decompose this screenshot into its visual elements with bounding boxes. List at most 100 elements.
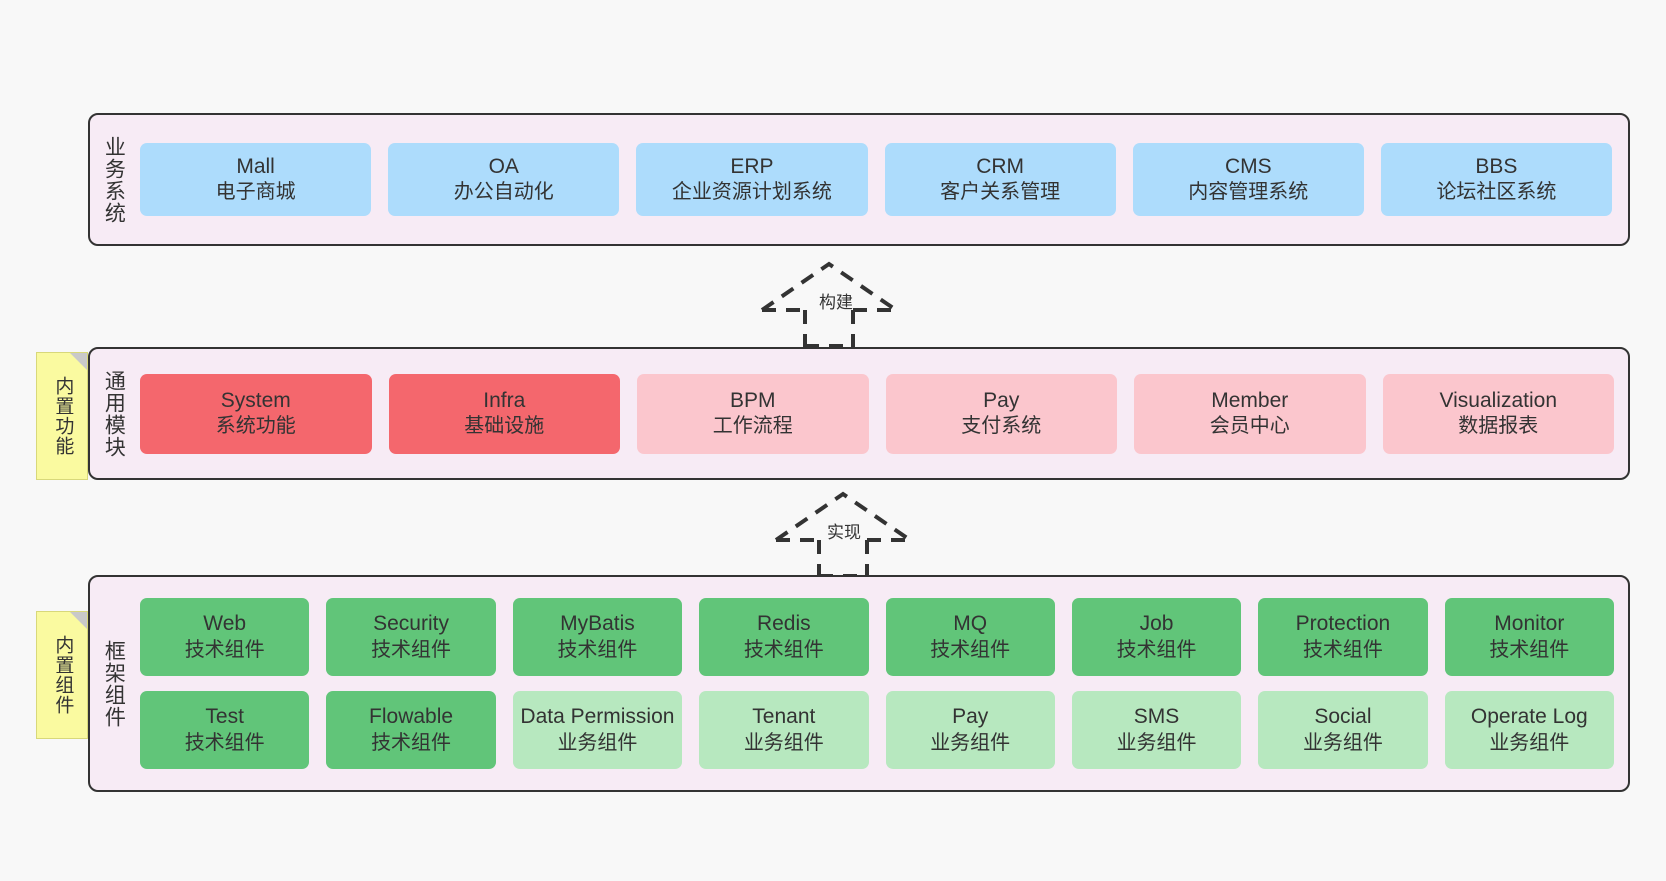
card-subtitle: 技术组件 [1302, 638, 1383, 661]
connector-build-label: 构建 [819, 293, 853, 312]
card-title: MyBatis [560, 612, 635, 636]
generalization-arrow-icon [760, 261, 898, 348]
connector-build: 构建 [757, 258, 907, 348]
card-title: CMS [1224, 154, 1272, 178]
layer-framework-component: 框架组件 Web 技术组件 Security 技术组件 MyBatis 技术组件… [88, 575, 1630, 792]
card-subtitle: 企业资源计划系统 [671, 181, 832, 204]
card-title: Infra [483, 388, 526, 412]
layer-business-cards: Mall 电子商城 OA 办公自动化 ERP 企业资源计划系统 CRM 客户关系… [136, 115, 1628, 244]
card-social[interactable]: Social 业务组件 [1258, 691, 1428, 769]
card-title: BPM [729, 388, 776, 412]
card-subtitle: 技术组件 [184, 731, 265, 754]
card-security[interactable]: Security 技术组件 [326, 598, 496, 676]
card-subtitle: 数据报表 [1458, 415, 1539, 438]
card-member[interactable]: Member 会员中心 [1134, 373, 1366, 454]
card-title: Operate Log [1470, 705, 1588, 729]
card-subtitle: 技术组件 [557, 638, 638, 661]
card-title: Redis [756, 612, 811, 636]
card-subtitle: 技术组件 [1116, 638, 1197, 661]
card-subtitle: 技术组件 [371, 638, 452, 661]
card-subtitle: 业务组件 [1489, 731, 1570, 754]
card-title: Pay [983, 388, 1020, 412]
card-title: Visualization [1439, 388, 1558, 412]
card-subtitle: 业务组件 [1302, 731, 1383, 754]
card-subtitle: 会员中心 [1209, 415, 1290, 438]
card-subtitle: 支付系统 [961, 415, 1042, 438]
card-oa[interactable]: OA 办公自动化 [388, 143, 620, 216]
card-test[interactable]: Test 技术组件 [140, 691, 310, 769]
connector-implement: 实现 [771, 488, 921, 578]
card-operate-log[interactable]: Operate Log 业务组件 [1444, 691, 1614, 769]
card-mq[interactable]: MQ 技术组件 [885, 598, 1055, 676]
card-title: Job [1139, 612, 1174, 636]
card-bbs[interactable]: BBS 论坛社区系统 [1380, 143, 1613, 216]
card-protection[interactable]: Protection 技术组件 [1258, 598, 1428, 676]
layer-framework-cards: Web 技术组件 Security 技术组件 MyBatis 技术组件 Redi… [136, 577, 1628, 790]
card-data-permission[interactable]: Data Permission 业务组件 [512, 691, 683, 769]
card-title: System [220, 388, 291, 412]
layer-title-framework: 框架组件 [102, 639, 126, 728]
card-title: SMS [1133, 705, 1180, 729]
card-sms[interactable]: SMS 业务组件 [1071, 691, 1242, 769]
card-title: Flowable [369, 705, 454, 729]
card-bpm[interactable]: BPM 工作流程 [637, 373, 869, 454]
note-builtin-function: 内置功能 [36, 352, 88, 480]
card-row: Web 技术组件 Security 技术组件 MyBatis 技术组件 Redi… [140, 598, 1614, 676]
card-tenant[interactable]: Tenant 业务组件 [699, 691, 869, 769]
card-monitor[interactable]: Monitor 技术组件 [1444, 598, 1614, 676]
card-subtitle: 业务组件 [1116, 731, 1197, 754]
note-builtin-function-label: 内置功能 [52, 376, 74, 456]
card-title: Mall [236, 154, 275, 178]
layer-business-system: 业务系统 Mall 电子商城 OA 办公自动化 ERP 企业资源计划系统 CRM… [88, 113, 1630, 246]
card-pay[interactable]: Pay 支付系统 [885, 373, 1117, 454]
card-title: Monitor [1494, 612, 1565, 636]
card-erp[interactable]: ERP 企业资源计划系统 [636, 143, 868, 216]
card-flowable[interactable]: Flowable 技术组件 [326, 691, 496, 769]
card-subtitle: 技术组件 [743, 638, 824, 661]
card-cms[interactable]: CMS 内容管理系统 [1132, 143, 1364, 216]
card-visualization[interactable]: Visualization 数据报表 [1382, 373, 1614, 454]
card-mall[interactable]: Mall 电子商城 [140, 143, 372, 216]
card-title: Member [1211, 388, 1289, 412]
card-title: ERP [730, 154, 774, 178]
card-pay-business[interactable]: Pay 业务组件 [885, 691, 1055, 769]
card-mybatis[interactable]: MyBatis 技术组件 [512, 598, 683, 676]
card-subtitle: 技术组件 [930, 638, 1011, 661]
card-crm[interactable]: CRM 客户关系管理 [884, 143, 1116, 216]
card-job[interactable]: Job 技术组件 [1071, 598, 1242, 676]
card-title: OA [488, 154, 519, 178]
card-subtitle: 客户关系管理 [940, 181, 1061, 204]
card-title: CRM [976, 154, 1025, 178]
card-subtitle: 业务组件 [743, 731, 824, 754]
note-builtin-component: 内置组件 [36, 611, 88, 739]
card-subtitle: 技术组件 [184, 638, 265, 661]
card-subtitle: 业务组件 [930, 731, 1011, 754]
card-row: System 系统功能 Infra 基础设施 BPM 工作流程 Pay 支付系统… [140, 373, 1614, 454]
card-web[interactable]: Web 技术组件 [140, 598, 310, 676]
card-system[interactable]: System 系统功能 [140, 373, 372, 454]
card-subtitle: 电子商城 [215, 181, 296, 204]
card-title: Protection [1295, 612, 1391, 636]
connector-implement-label: 实现 [827, 523, 861, 542]
layer-title-business: 业务系统 [102, 135, 126, 224]
card-title: MQ [953, 612, 988, 636]
card-row: Test 技术组件 Flowable 技术组件 Data Permission … [140, 691, 1614, 769]
card-subtitle: 技术组件 [1489, 638, 1570, 661]
card-subtitle: 工作流程 [712, 415, 793, 438]
card-infra[interactable]: Infra 基础设施 [388, 373, 620, 454]
card-title: BBS [1475, 154, 1518, 178]
card-subtitle: 论坛社区系统 [1436, 181, 1557, 204]
card-title: Web [203, 612, 247, 636]
card-redis[interactable]: Redis 技术组件 [699, 598, 869, 676]
card-subtitle: 基础设施 [464, 415, 545, 438]
layer-common-module: 通用模块 System 系统功能 Infra 基础设施 BPM 工作流程 Pay… [88, 347, 1630, 480]
card-subtitle: 系统功能 [215, 415, 296, 438]
card-subtitle: 技术组件 [371, 731, 452, 754]
card-row: Mall 电子商城 OA 办公自动化 ERP 企业资源计划系统 CRM 客户关系… [140, 143, 1613, 216]
card-subtitle: 内容管理系统 [1188, 181, 1309, 204]
card-title: Tenant [752, 705, 816, 729]
layer-title-module: 通用模块 [102, 369, 126, 458]
card-subtitle: 业务组件 [557, 731, 638, 754]
layer-module-cards: System 系统功能 Infra 基础设施 BPM 工作流程 Pay 支付系统… [136, 349, 1628, 478]
